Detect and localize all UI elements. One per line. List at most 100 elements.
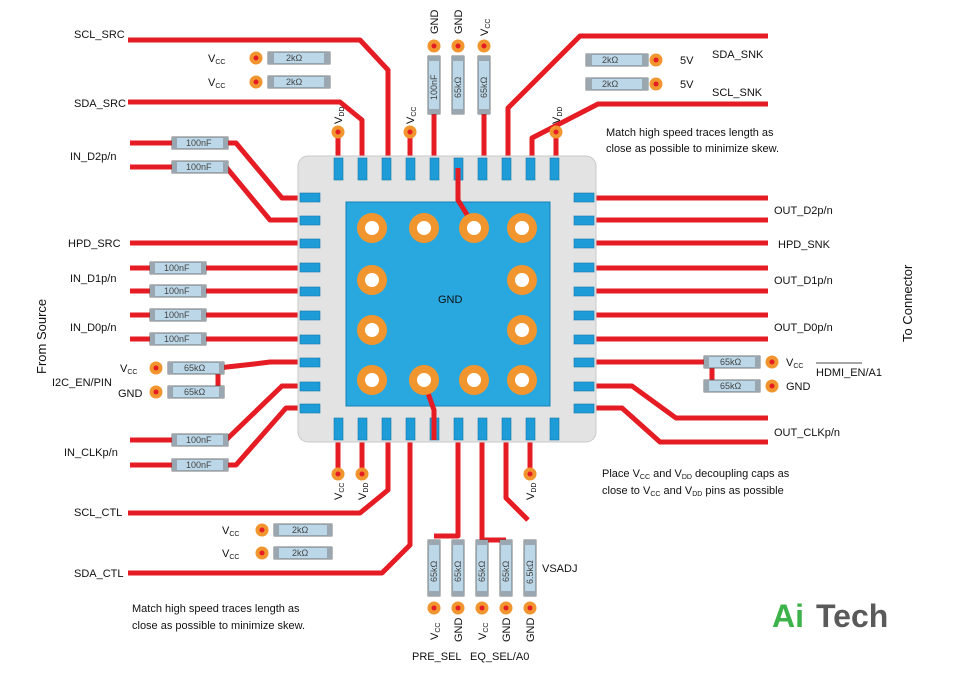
resistor-sda-src: 2kΩ bbox=[267, 75, 331, 89]
left-pins bbox=[299, 192, 321, 414]
resistor-label: 65kΩ bbox=[720, 381, 742, 391]
resistor-eq-sel-vcc: 65kΩ bbox=[475, 539, 489, 597]
pin bbox=[573, 238, 595, 249]
trace-in-d2n bbox=[130, 164, 310, 223]
vcc-label: VCC bbox=[208, 77, 225, 90]
label-in-d2: IN_D2p/n bbox=[70, 151, 116, 163]
label-sda-snk: SDA_SNK bbox=[712, 49, 764, 61]
center-gnd-label: GND bbox=[438, 294, 463, 306]
trace-i2c-en bbox=[217, 359, 310, 371]
label-bot-gnd-3: GND bbox=[525, 618, 537, 643]
resistor-label: 2kΩ bbox=[286, 53, 303, 63]
label-scl-ctl: SCL_CTL bbox=[74, 507, 122, 519]
components-vertical: 100nF 65kΩ 65kΩ 65kΩ 65kΩ 65kΩ bbox=[427, 55, 537, 597]
resistor-label: 65kΩ bbox=[720, 357, 742, 367]
pin bbox=[299, 215, 321, 226]
label-out-d1: OUT_D1p/n bbox=[774, 275, 833, 287]
label-in-d1: IN_D1p/n bbox=[70, 273, 116, 285]
components-horizontal: 2kΩ 2kΩ 2kΩ 2kΩ 100nF 100nF bbox=[149, 51, 761, 560]
trace-scl-snk bbox=[529, 101, 768, 158]
pin bbox=[429, 157, 440, 181]
label-in-clk: IN_CLKp/n bbox=[64, 447, 118, 459]
resistor-hdmi-en-gnd: 65kΩ bbox=[703, 379, 761, 393]
vcc-label: VCC bbox=[429, 623, 442, 640]
label-to-connector: To Connector bbox=[900, 264, 915, 342]
resistor-label: 65kΩ bbox=[453, 560, 463, 582]
cap-in-d0p: 100nF bbox=[149, 308, 207, 322]
label-hpd-snk: HPD_SNK bbox=[778, 239, 831, 251]
resistor-i2c-en-gnd: 65kΩ bbox=[167, 385, 225, 399]
cap-label: 100nF bbox=[164, 263, 190, 273]
label-pre-sel: PRE_SEL bbox=[412, 651, 462, 663]
trace-scl-ctl bbox=[128, 440, 391, 516]
resistor-label: 65kΩ bbox=[429, 560, 439, 582]
note-decap-1: Place VCC and VDD decoupling caps as bbox=[602, 468, 790, 481]
resistor-eq-sel-gnd: 65kΩ bbox=[499, 539, 513, 597]
pin bbox=[501, 417, 512, 441]
resistor-sda-snk: 2kΩ bbox=[585, 53, 649, 67]
power-vias bbox=[149, 39, 779, 615]
trace-vsadj bbox=[503, 440, 530, 522]
label-top-gnd-1: GND bbox=[429, 10, 441, 35]
pin bbox=[573, 310, 595, 321]
via bbox=[409, 213, 439, 243]
label-top-gnd-2: GND bbox=[453, 10, 465, 35]
via bbox=[357, 213, 387, 243]
note-bottom-match-2: close as possible to minimize skew. bbox=[132, 620, 305, 632]
notes: Match high speed traces length as close … bbox=[132, 127, 790, 632]
vcc-label: VCC bbox=[222, 525, 239, 538]
resistor-top-65k-vcc: 65kΩ bbox=[477, 55, 491, 115]
pin bbox=[299, 286, 321, 297]
via bbox=[459, 213, 489, 243]
cap-label: 100nF bbox=[186, 460, 212, 470]
resistor-label: 65kΩ bbox=[184, 387, 206, 397]
label-out-d0: OUT_D0p/n bbox=[774, 322, 833, 334]
resistor-pre-sel-vcc: 65kΩ bbox=[427, 539, 441, 597]
label-5v-1: 5V bbox=[680, 55, 694, 67]
resistor-label: 2kΩ bbox=[286, 77, 303, 87]
pin bbox=[299, 310, 321, 321]
trace-pre-sel bbox=[434, 440, 461, 539]
label-sda-src: SDA_SRC bbox=[74, 98, 126, 110]
resistor-label: 65kΩ bbox=[501, 560, 511, 582]
cap-label: 100nF bbox=[186, 138, 212, 148]
resistor-scl-snk: 2kΩ bbox=[585, 77, 649, 91]
label-5v-2: 5V bbox=[680, 79, 694, 91]
vcc-label: VCC bbox=[405, 107, 418, 124]
pin bbox=[299, 262, 321, 273]
pin bbox=[299, 403, 321, 414]
resistor-scl-src: 2kΩ bbox=[267, 51, 331, 65]
cap-in-clkn: 100nF bbox=[171, 458, 229, 472]
pin bbox=[549, 157, 560, 181]
trace-eq-sel bbox=[479, 440, 506, 543]
pin bbox=[573, 192, 595, 203]
trace-sda-src bbox=[128, 99, 365, 158]
note-bottom-match-1: Match high speed traces length as bbox=[132, 603, 300, 615]
cap-top-100nf: 100nF bbox=[427, 55, 441, 115]
pin bbox=[405, 157, 416, 181]
resistor-hdmi-en-vcc: 65kΩ bbox=[703, 355, 761, 369]
thermal-vias bbox=[357, 213, 537, 395]
pin bbox=[405, 417, 416, 441]
via bbox=[507, 213, 537, 243]
label-i2c-gnd: GND bbox=[118, 388, 143, 400]
pin bbox=[299, 192, 321, 203]
pin bbox=[299, 381, 321, 392]
cap-label: 100nF bbox=[164, 310, 190, 320]
pin bbox=[501, 157, 512, 181]
pin bbox=[573, 403, 595, 414]
pin bbox=[299, 357, 321, 368]
vdd-label: VDD bbox=[551, 107, 564, 124]
pin bbox=[357, 157, 368, 181]
cap-label: 100nF bbox=[164, 286, 190, 296]
label-from-source: From Source bbox=[34, 299, 49, 374]
cap-in-d1p: 100nF bbox=[149, 261, 207, 275]
resistor-top-65k-gnd: 65kΩ bbox=[451, 55, 465, 115]
pin bbox=[477, 417, 488, 441]
pin bbox=[573, 357, 595, 368]
label-bot-gnd-2: GND bbox=[501, 618, 513, 643]
pin bbox=[333, 417, 344, 441]
label-vsadj: VSADJ bbox=[542, 563, 577, 575]
vcc-label: VCC bbox=[222, 548, 239, 561]
